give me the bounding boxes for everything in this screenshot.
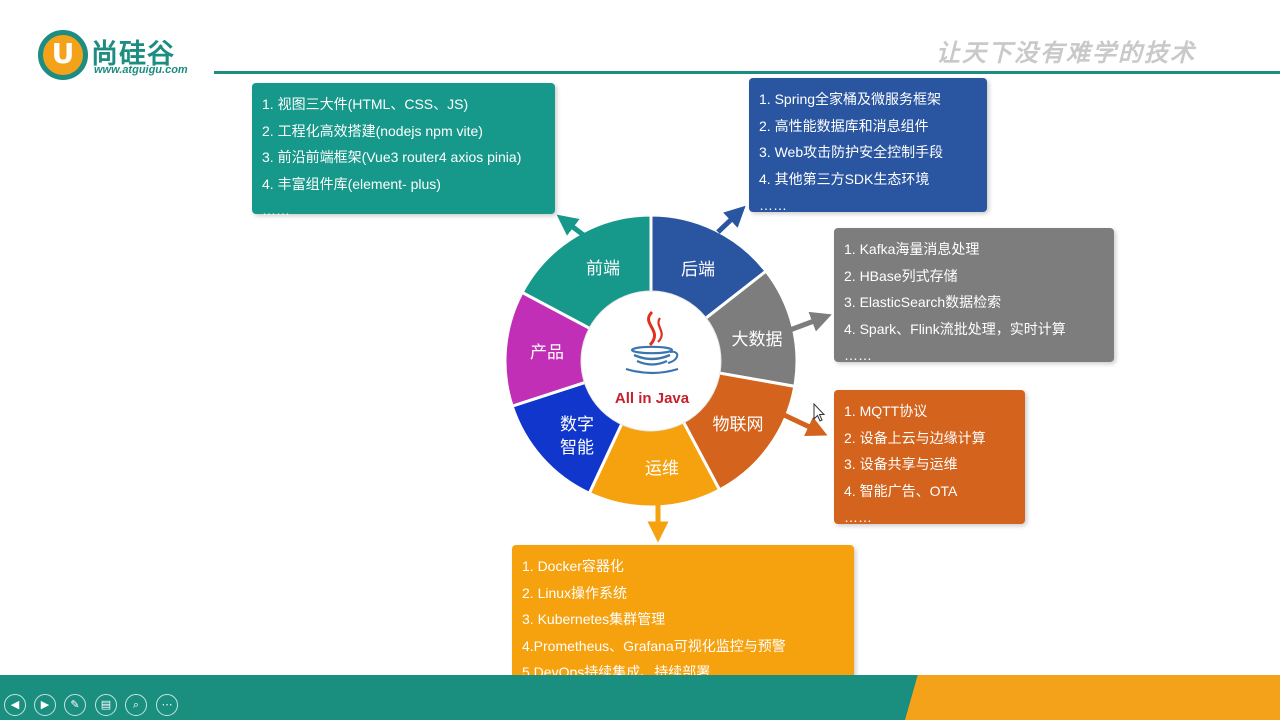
list-item: …… — [844, 509, 872, 525]
pen-tool-button[interactable]: ✎ — [64, 694, 86, 716]
arrow-bigdata — [789, 311, 832, 333]
center-label: All in Java — [615, 390, 690, 407]
logo-url: www.atguigu.com — [94, 64, 188, 76]
more-options-button[interactable]: ⋯ — [156, 694, 178, 716]
info-box-frontend: 1. 视图三大件(HTML、CSS、JS) 2. 工程化高效搭建(nodejs … — [252, 83, 555, 218]
segment-label-digital-1: 数字 — [560, 415, 594, 435]
list-item: 2. 高性能数据库和消息组件 — [759, 117, 929, 134]
list-item: 1. Docker容器化 — [522, 558, 624, 574]
slides-overview-button[interactable]: ▤ — [95, 694, 117, 716]
info-box-backend: 1. Spring全家桶及微服务框架 2. 高性能数据库和消息组件 3. Web… — [749, 78, 987, 213]
slogan: 让天下没有难学的技术 — [936, 38, 1196, 67]
brand-logo: U 尚硅谷 www.atguigu.com — [38, 30, 213, 82]
list-item: 4. 智能广告、OTA — [844, 482, 958, 499]
list-item: 3. 前沿前端框架(Vue3 router4 axios pinia) — [262, 149, 522, 165]
list-item: 3. Kubernetes集群管理 — [522, 611, 666, 627]
segment-label-product: 产品 — [530, 343, 564, 363]
list-item: 3. Web攻击防护安全控制手段 — [759, 144, 944, 160]
list-item: …… — [262, 202, 290, 218]
list-item: 2. 工程化高效搭建(nodejs npm vite) — [262, 122, 483, 139]
logo-u-icon: U — [38, 30, 88, 80]
arrow-iot — [780, 411, 828, 437]
prev-slide-button[interactable]: ◀ — [4, 694, 26, 716]
footer-band-orange — [905, 675, 1280, 720]
logo-text: 尚硅谷 — [91, 39, 175, 70]
header-divider — [214, 71, 1280, 74]
segment-label-bigdata: 大数据 — [732, 330, 783, 350]
mouse-cursor-icon — [813, 403, 826, 422]
footer-band-teal — [0, 675, 920, 720]
list-item: 2. Linux操作系统 — [522, 584, 628, 601]
segment-label-backend: 后端 — [681, 260, 715, 280]
zoom-button[interactable]: ⌕ — [125, 694, 147, 716]
list-item: 4.Prometheus、Grafana可视化监控与预警 — [522, 637, 786, 654]
segment-label-frontend: 前端 — [586, 259, 620, 279]
arrow-frontend — [556, 214, 592, 242]
info-box-iot: 1. MQTT协议 2. 设备上云与边缘计算 3. 设备共享与运维 4. 智能广… — [834, 390, 1025, 525]
list-item: 1. Spring全家桶及微服务框架 — [759, 91, 942, 107]
segment-label-digital-2: 智能 — [560, 438, 594, 458]
java-coffee-cup-icon — [625, 310, 679, 375]
next-slide-button[interactable]: ▶ — [34, 694, 56, 716]
list-item: 3. ElasticSearch数据检索 — [844, 294, 1002, 310]
segment-label-ops: 运维 — [645, 459, 679, 479]
list-item: 1. MQTT协议 — [844, 403, 928, 419]
list-item: 1. Kafka海量消息处理 — [844, 241, 980, 257]
segment-label-iot: 物联网 — [713, 415, 764, 435]
center-circle — [580, 290, 722, 432]
list-item: 3. 设备共享与运维 — [844, 456, 958, 472]
list-item: 4. 丰富组件库(element- plus) — [262, 175, 441, 192]
info-box-bigdata: 1. Kafka海量消息处理 2. HBase列式存储 3. ElasticSe… — [834, 228, 1114, 363]
list-item: …… — [759, 197, 787, 213]
list-item: 1. 视图三大件(HTML、CSS、JS) — [262, 96, 469, 112]
list-item: …… — [844, 347, 872, 363]
list-item: 4. Spark、Flink流批处理，实时计算 — [844, 320, 1066, 337]
list-item: 2. HBase列式存储 — [844, 267, 958, 284]
info-box-ops: 1. Docker容器化 2. Linux操作系统 3. Kubernetes集… — [512, 545, 854, 685]
list-item: 4. 其他第三方SDK生态环境 — [759, 170, 930, 187]
list-item: 2. 设备上云与边缘计算 — [844, 429, 986, 446]
arrow-backend — [716, 205, 746, 234]
